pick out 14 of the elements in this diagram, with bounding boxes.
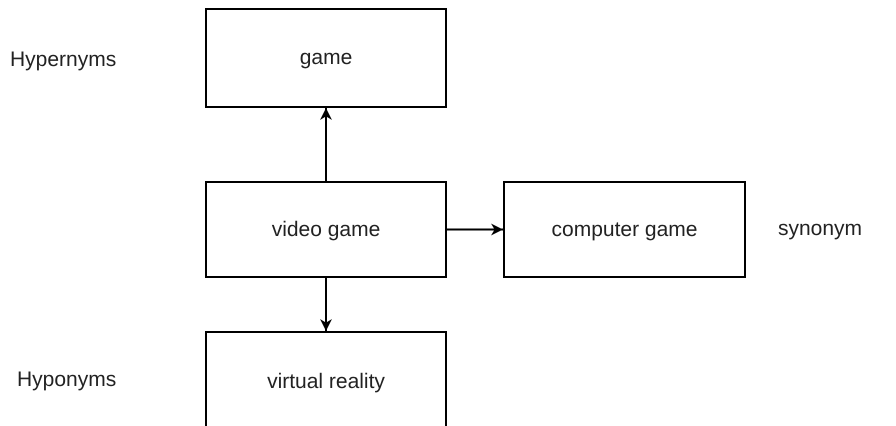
concept-box xyxy=(205,331,447,426)
relation-label: Hypernyms xyxy=(10,48,116,72)
arrow xyxy=(320,278,332,331)
relation-label: synonym xyxy=(778,217,862,241)
node-text: game xyxy=(300,46,352,70)
node-text: computer game xyxy=(552,218,698,242)
arrow xyxy=(447,224,503,236)
concept-box xyxy=(205,181,447,278)
concept-box xyxy=(205,8,447,108)
relation-label: Hyponyms xyxy=(17,368,116,392)
node-text: video game xyxy=(272,218,380,242)
node-text: virtual reality xyxy=(267,370,385,394)
arrow xyxy=(320,108,332,181)
concept-box xyxy=(503,181,746,278)
